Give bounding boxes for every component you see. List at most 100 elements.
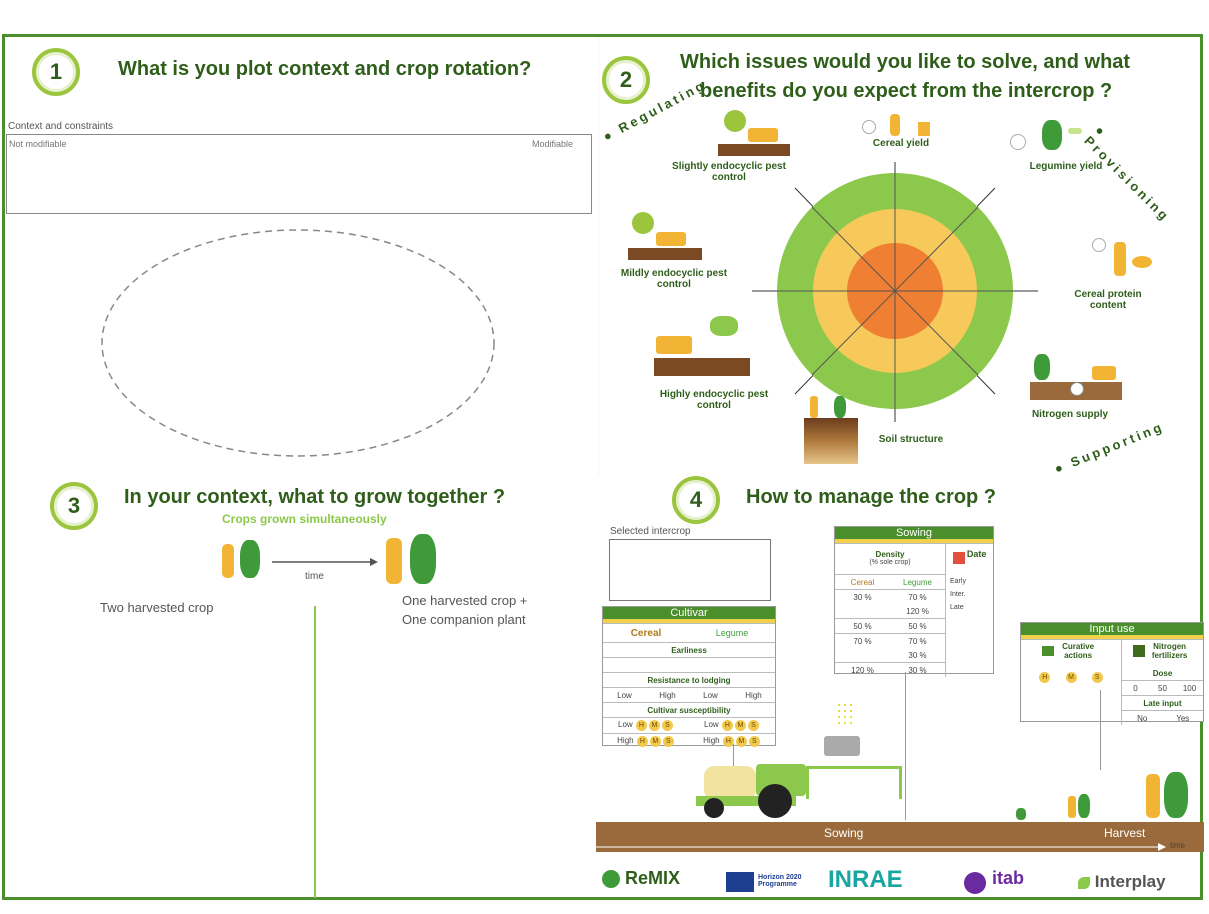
susc-m-chip[interactable]: M <box>734 720 746 731</box>
soil-structure-label: Soil structure <box>878 434 944 445</box>
interplay-logo: Interplay <box>1078 872 1166 892</box>
density-row-legume[interactable]: 70 % <box>908 636 927 646</box>
dose-0[interactable]: 0 <box>1133 683 1138 693</box>
susc-cereal-low: Low <box>618 720 633 729</box>
cereal-protein-label: Cereal protein content <box>1074 289 1142 311</box>
itab-logo: itab <box>992 868 1025 888</box>
date-early[interactable]: Early <box>950 578 966 585</box>
connector-input <box>1100 690 1101 770</box>
density-row-legume[interactable]: 50 % <box>908 621 927 631</box>
not-modifiable-label: Not modifiable <box>9 139 67 149</box>
susc-cereal-high: High <box>617 736 634 745</box>
timeline-sowing-label: Sowing <box>824 826 864 840</box>
cereal-protein-icon <box>1092 236 1156 278</box>
one-harvested-line2: One companion plant <box>402 612 526 627</box>
late-input-label: Late input <box>1143 698 1182 708</box>
connector-sowing <box>905 672 906 820</box>
density-row-legume[interactable]: 70 % <box>908 592 927 602</box>
tractor-icon <box>1041 646 1054 656</box>
mildly-pest-icon <box>628 212 702 260</box>
interplay-leaf-icon <box>1078 876 1090 889</box>
section-1-title: What is you plot context and crop rotati… <box>118 58 532 80</box>
susc-s-chip[interactable]: S <box>748 736 760 747</box>
section-2-title-line2: benefits do you expect from the intercro… <box>700 80 1113 102</box>
highly-pest-icon <box>654 316 750 376</box>
context-box-label: Context and constraints <box>8 121 114 132</box>
susc-m-chip[interactable]: M <box>735 736 747 747</box>
timeline-harvest-label: Harvest <box>1104 826 1146 840</box>
interplay-logo-text: Interplay <box>1094 872 1166 891</box>
density-row-cereal[interactable]: 120 % <box>851 665 874 675</box>
lodging-legume-high[interactable]: High <box>745 690 762 700</box>
cultivar-header: Cultivar <box>603 607 775 619</box>
section-3-badge: 3 <box>50 482 98 530</box>
growing-crop-small <box>1016 808 1026 820</box>
growing-crop-mid <box>1068 794 1090 818</box>
section-2-badge: 2 <box>602 56 650 104</box>
fertilizer-icon <box>1133 645 1146 657</box>
timeline-arrow <box>596 843 1166 851</box>
inrae-logo: INRAE <box>828 866 903 893</box>
nitrogen-supply-label: Nitrogen supply <box>1031 409 1109 420</box>
lodging-cereal-high[interactable]: High <box>659 690 676 700</box>
target-diagram <box>752 162 1038 422</box>
density-row-cereal[interactable]: 70 % <box>853 636 872 646</box>
crop-pair-large-icon <box>384 534 440 588</box>
curative-h-chip[interactable]: H <box>1039 672 1051 683</box>
susc-s-chip[interactable]: S <box>662 736 674 747</box>
susceptibility-label: Cultivar susceptibility <box>647 705 731 715</box>
selected-intercrop-box[interactable] <box>609 539 771 601</box>
cereal-yield-label: Cereal yield <box>872 138 930 149</box>
density-row-legume[interactable]: 30 % <box>908 665 927 675</box>
date-inter[interactable]: Inter. <box>950 591 966 598</box>
legumine-yield-label: Legumine yield <box>1029 161 1103 172</box>
two-harvested-label: Two harvested crop <box>100 600 214 615</box>
itab-mark-icon <box>964 872 986 894</box>
earliness-label: Earliness <box>671 645 707 655</box>
cultivar-table: Cultivar Cereal Legume Earliness Resista… <box>602 606 776 747</box>
density-row-cereal[interactable]: 30 % <box>853 592 872 602</box>
slightly-pest-label: Slightly endocyclic pest control <box>672 161 786 183</box>
section-4-title: How to manage the crop ? <box>746 486 997 508</box>
density-row-legume[interactable]: 120 % <box>906 606 929 616</box>
susc-s-chip[interactable]: S <box>747 720 759 731</box>
input-use-header: Input use <box>1021 623 1203 635</box>
curative-s-chip[interactable]: S <box>1091 672 1103 683</box>
susc-m-chip[interactable]: M <box>648 720 660 731</box>
susc-h-chip[interactable]: H <box>721 720 733 731</box>
curative-m-chip[interactable]: M <box>1065 672 1077 683</box>
lodging-legume-low[interactable]: Low <box>703 690 718 700</box>
context-box[interactable]: Not modifiable Modifiable <box>6 134 592 214</box>
timeline-time-label: time <box>1170 841 1186 850</box>
seed-dots <box>836 702 854 728</box>
late-input-no[interactable]: No <box>1137 713 1148 723</box>
susc-s-chip[interactable]: S <box>661 720 673 731</box>
section-2-title-line1: Which issues would you like to solve, an… <box>680 51 1131 73</box>
lodging-cereal-low[interactable]: Low <box>617 690 632 700</box>
susc-h-chip[interactable]: H <box>636 736 648 747</box>
susc-h-chip[interactable]: H <box>635 720 647 731</box>
soil-structure-icon <box>804 396 858 468</box>
susc-legume-low: Low <box>704 720 719 729</box>
crop-pair-small-icon <box>220 540 264 580</box>
input-use-table: Input use Curative actions Nitrogen fert… <box>1020 622 1204 725</box>
dose-100[interactable]: 100 <box>1182 683 1197 693</box>
legumine-yield-icon <box>1010 118 1088 156</box>
susc-m-chip[interactable]: M <box>649 736 661 747</box>
rotation-ellipse[interactable] <box>98 228 498 460</box>
date-late[interactable]: Late <box>950 604 964 611</box>
susc-h-chip[interactable]: H <box>722 736 734 747</box>
remix-mark-icon <box>602 870 620 889</box>
selected-intercrop-label: Selected intercrop <box>610 526 691 537</box>
dose-50[interactable]: 50 <box>1158 683 1167 693</box>
dose-label: Dose <box>1152 668 1173 678</box>
divider-vertical-top <box>598 37 600 475</box>
density-row-legume[interactable]: 30 % <box>908 650 927 660</box>
density-row-cereal[interactable]: 50 % <box>853 621 872 631</box>
sowing-legume: Legume <box>903 577 932 587</box>
remix-logo: ReMIX <box>602 868 680 889</box>
calendar-icon <box>952 552 965 564</box>
susc-legume-high: High <box>703 736 720 745</box>
sowing-header: Sowing <box>835 527 993 539</box>
late-input-yes[interactable]: Yes <box>1176 713 1190 723</box>
